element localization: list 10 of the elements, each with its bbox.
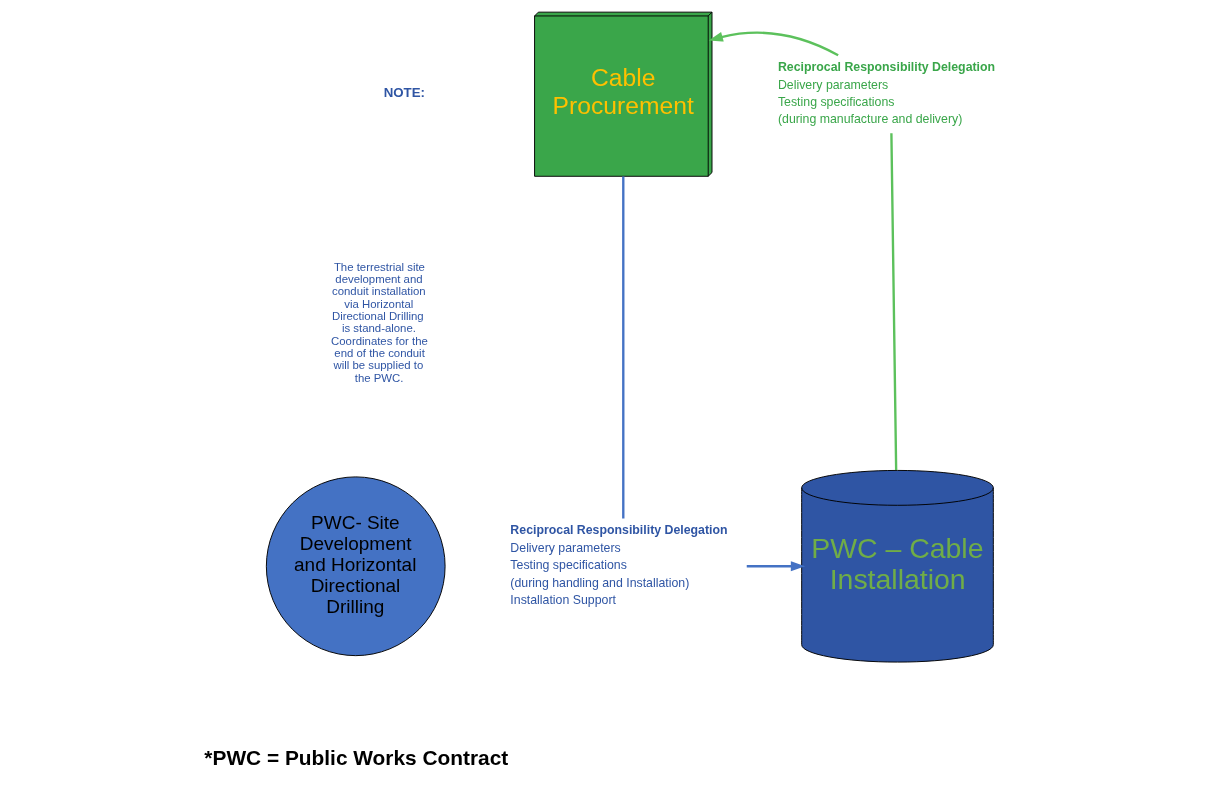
connector [621,176,624,519]
node-text: Reciprocal Responsibility Delegation Delivery parameters Testing specifications (during manufacture and delivery) [777,59,995,127]
node-circle: PWC- Site Development and Horizontal Directional Drilling [265,476,446,657]
node-text: Reciprocal Responsibility Delegation Delivery parameters Testing specifications (during handling and Installation) Installation Support [509,523,728,607]
label: NOTE: [383,84,425,100]
arrow [746,561,805,572]
label: The terrestrial site development and conduit installation via Horizontal Directional Drilling is stand-alone. Coordinates for the end of the conduit will be supplied to the PWC. [330,260,428,384]
label: *PWC = Public Works Contract [203,746,508,770]
arrow [708,31,839,57]
connector [889,133,897,471]
